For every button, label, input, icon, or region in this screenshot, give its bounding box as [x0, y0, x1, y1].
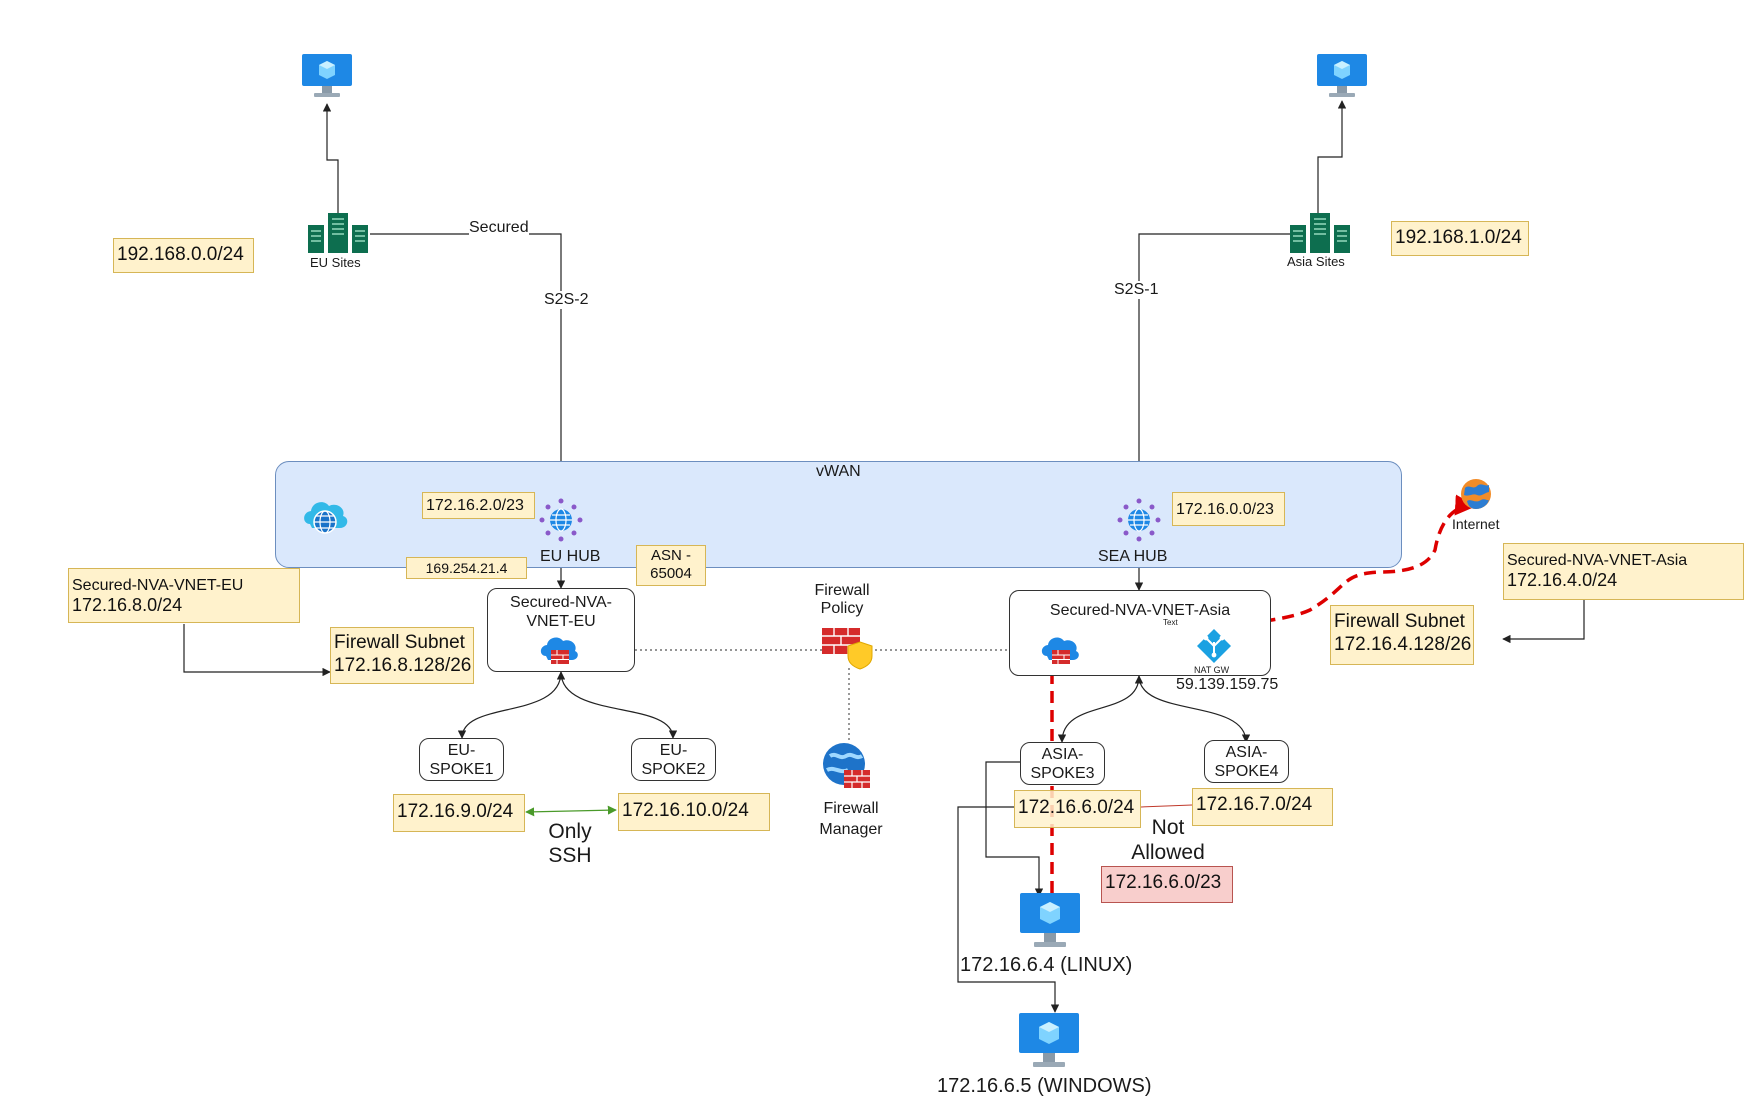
asia-sites-prefix-note: 192.168.1.0/24: [1391, 221, 1529, 256]
eu-spoke2-link: [560, 671, 678, 739]
not-allowed-link: [1140, 804, 1193, 808]
eu-vnet-box-label: Secured-NVA-VNET-EU: [510, 594, 612, 631]
eu-note-link: [183, 624, 331, 677]
asia-spoke3-prefix-note: 172.16.6.0/24: [1014, 790, 1141, 828]
eu-hub-prefix-note: 172.16.2.0/23: [422, 492, 535, 519]
asia-spoke4-box: ASIA-SPOKE4: [1204, 740, 1289, 783]
firewall-manager-label: Firewall Manager: [819, 800, 883, 838]
windows-vm-label: 172.16.6.5 (WINDOWS): [937, 1075, 1152, 1097]
asn-note: ASN - 65004: [636, 545, 706, 586]
eu-sites-server-icon: [308, 213, 368, 253]
internet-label: Internet: [1452, 516, 1500, 532]
not-allowed-label: Not Allowed: [1131, 816, 1205, 865]
asia-vnet-note-prefix: 172.16.4.0/24: [1507, 570, 1618, 591]
s2s-eu-label: S2S-2: [544, 291, 589, 310]
sea-hub-prefix-note: 172.16.0.0/23: [1172, 492, 1285, 526]
asia-site-to-vm-link: [1317, 100, 1347, 213]
nat-gateway-ip: 59.139.159.75: [1176, 676, 1279, 693]
internet-globe-icon: [1461, 479, 1491, 509]
spoke3-to-windows-link: [957, 806, 1060, 1013]
eu-site-to-vm-link: [322, 103, 339, 213]
asia-spoke4-label: ASIA-SPOKE4: [1214, 744, 1279, 781]
blocked-prefix-note: 172.16.6.0/23: [1101, 866, 1233, 903]
asia-fw-subnet-name: Firewall Subnet: [1334, 611, 1465, 632]
eu-s2s-link: [370, 233, 566, 503]
eu-spoke2-box: EU-SPOKE2: [631, 738, 716, 781]
s2s-asia-label: S2S-1: [1114, 281, 1159, 300]
eu-nva-firewall-icon: [540, 637, 578, 664]
eu-spoke1-label: EU-SPOKE1: [429, 742, 494, 779]
eu-spoke1-prefix-note: 172.16.9.0/24: [393, 794, 525, 832]
asia-spoke4-link: [1138, 675, 1251, 743]
nat-gateway-icon: [1197, 629, 1231, 663]
asia-vnet-note: Secured-NVA-VNET-Asia 172.16.4.0/24: [1503, 543, 1744, 600]
asia-fw-subnet-prefix: 172.16.4.128/26: [1334, 633, 1472, 655]
eu-vnet-note: Secured-NVA-VNET-EU 172.16.8.0/24: [68, 568, 300, 623]
eu-hub-icon: [539, 498, 583, 542]
firewall-policy-icon: [822, 628, 873, 670]
eu-fw-subnet-note: Firewall Subnet 172.16.8.128/26: [330, 627, 474, 684]
asia-note-link: [1502, 600, 1585, 644]
eu-vm-monitor-icon: [302, 54, 352, 97]
eu-hub-label: EU HUB: [540, 548, 601, 565]
sea-hub-icon: [1117, 498, 1161, 542]
asia-spoke3-label: ASIA-SPOKE3: [1030, 746, 1095, 783]
asia-vm-monitor-icon: [1317, 54, 1367, 97]
eu-fw-subnet-prefix: 172.16.8.128/26: [334, 654, 472, 676]
asia-vnet-box: Secured-NVA-VNET-Asia: [1009, 590, 1271, 676]
asia-spoke3-link: [1057, 675, 1144, 743]
eu-fw-subnet-name: Firewall Subnet: [334, 632, 465, 653]
eu-vnet-note-name: Secured-NVA-VNET-EU: [72, 577, 244, 594]
bgp-ip-note: 169.254.21.4: [406, 557, 527, 579]
secured-link-label: Secured: [469, 219, 529, 238]
linux-vm-icon: [1020, 893, 1080, 947]
asia-fw-subnet-note: Firewall Subnet 172.16.4.128/26: [1330, 605, 1474, 665]
linux-vm-label: 172.16.6.4 (LINUX): [960, 954, 1133, 976]
spoke3-to-linux-link: [985, 761, 1044, 897]
nat-gateway-label: NAT GW: [1194, 665, 1230, 675]
asia-vnet-box-label: Secured-NVA-VNET-Asia: [1049, 602, 1231, 619]
asia-vnet-text-tag: Text: [1163, 618, 1178, 627]
asia-spoke3-box: ASIA-SPOKE3: [1020, 742, 1105, 785]
asia-sites-label: Asia Sites: [1287, 254, 1345, 269]
asia-sites-server-icon: [1290, 213, 1350, 253]
firewall-policy-label: Firewall Policy: [814, 582, 870, 618]
eu-spoke1-link: [457, 671, 566, 739]
eu-spoke1-box: EU-SPOKE1: [419, 738, 504, 781]
spoke-ssh-rule-label: Only SSH: [548, 820, 592, 868]
vwan-cloud-icon: [304, 502, 348, 534]
sea-hub-label: SEA HUB: [1098, 548, 1168, 565]
eu-vnet-note-prefix: 172.16.8.0/24: [72, 595, 183, 616]
asia-vnet-note-name: Secured-NVA-VNET-Asia: [1507, 552, 1688, 569]
eu-sites-prefix-note: 192.168.0.0/24: [113, 238, 254, 273]
vwan-title: vWAN: [816, 463, 861, 480]
eu-spoke2-label: EU-SPOKE2: [641, 742, 706, 779]
eu-spoke2-prefix-note: 172.16.10.0/24: [618, 793, 770, 831]
spoke-ssh-link: [525, 805, 617, 817]
firewall-manager-icon: [823, 743, 870, 788]
eu-sites-label: EU Sites: [310, 255, 361, 270]
windows-vm-icon: [1019, 1013, 1079, 1067]
asia-nva-firewall-icon: [1041, 637, 1079, 664]
asia-s2s-link: [1134, 233, 1292, 503]
asia-spoke4-prefix-note: 172.16.7.0/24: [1192, 788, 1333, 826]
